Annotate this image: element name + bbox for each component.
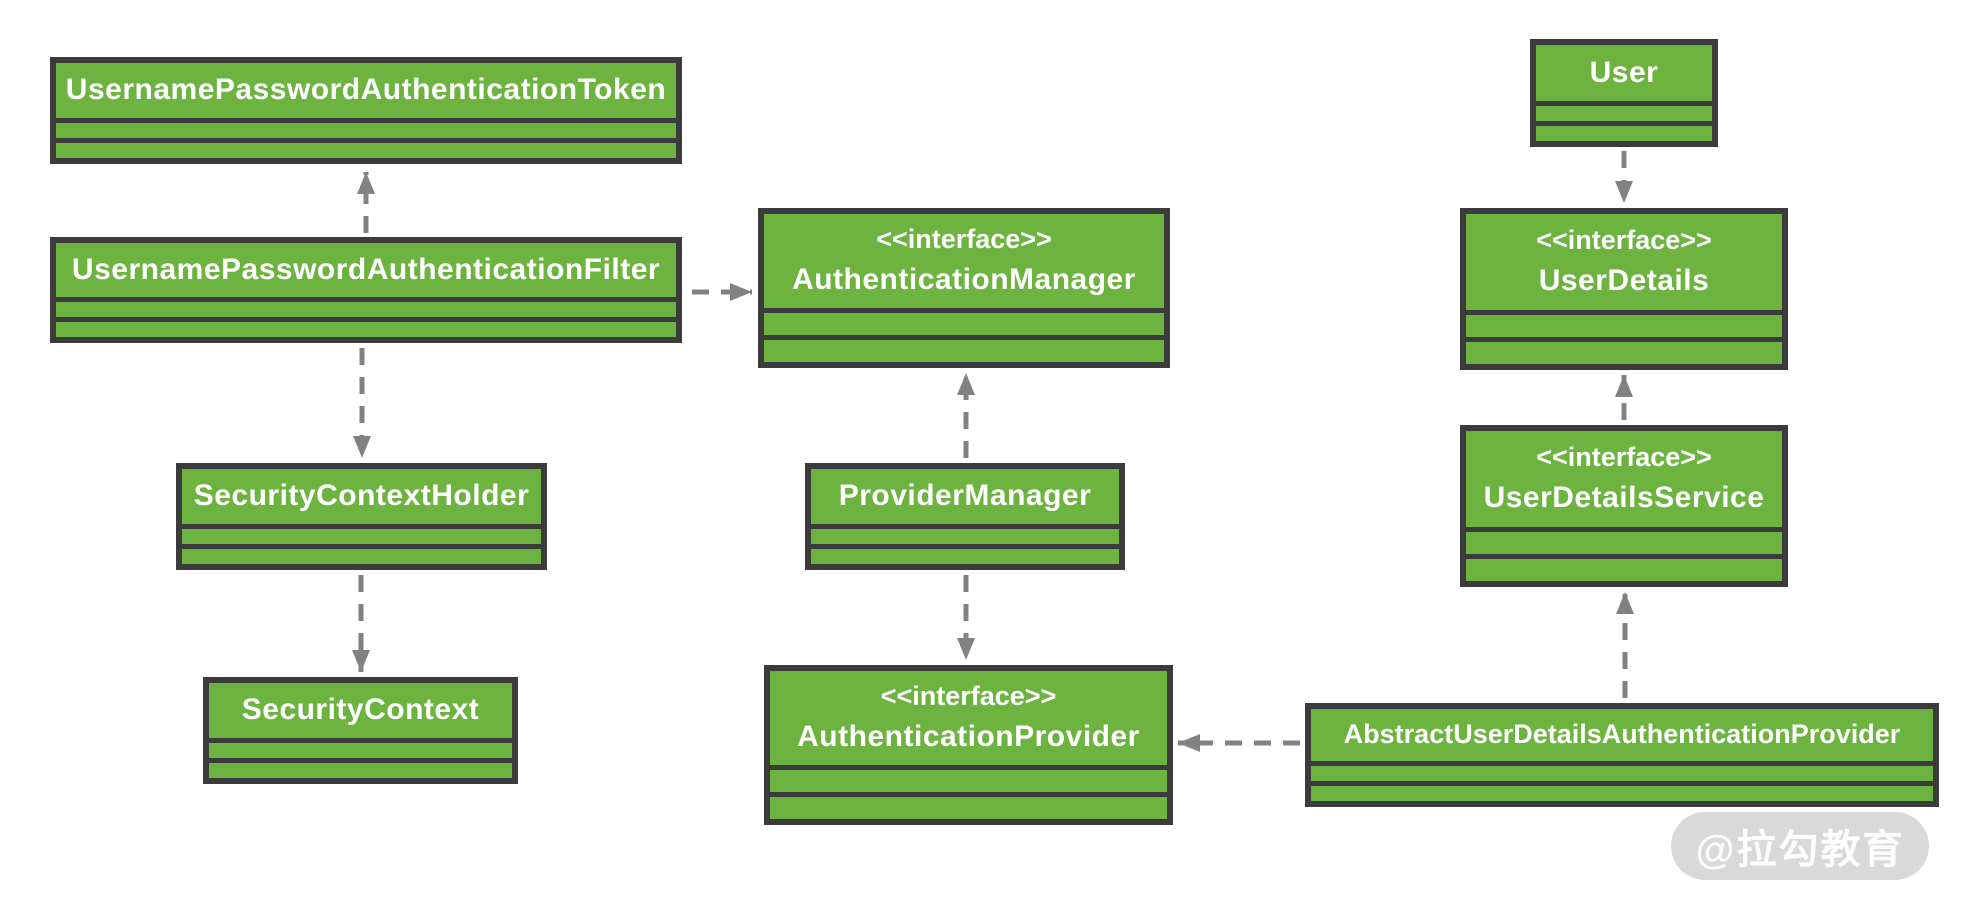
methods-compartment xyxy=(770,792,1167,819)
methods-compartment xyxy=(764,335,1164,362)
class-title: UsernamePasswordAuthenticationToken xyxy=(56,63,676,118)
class-name: SecurityContext xyxy=(241,693,480,727)
class-title: <<interface>> AuthenticationProvider xyxy=(770,671,1167,765)
class-box-authentication-manager: <<interface>> AuthenticationManager xyxy=(758,208,1170,368)
attributes-compartment xyxy=(764,308,1164,335)
methods-compartment xyxy=(811,544,1119,564)
class-name: User xyxy=(1589,55,1659,89)
stereotype-label: <<interface>> xyxy=(876,223,1052,254)
class-title: <<interface>> UserDetailsService xyxy=(1466,431,1782,527)
class-box-security-context-holder: SecurityContextHolder xyxy=(176,463,547,570)
class-box-username-password-authentication-filter: UsernamePasswordAuthenticationFilter xyxy=(50,237,682,343)
methods-compartment xyxy=(56,138,676,158)
class-title: UsernamePasswordAuthenticationFilter xyxy=(56,243,676,297)
attributes-compartment xyxy=(56,118,676,138)
methods-compartment xyxy=(209,758,512,778)
class-title: AbstractUserDetailsAuthenticationProvide… xyxy=(1311,709,1933,761)
methods-compartment xyxy=(1466,337,1782,364)
watermark-text: @拉勾教育 xyxy=(1695,828,1905,872)
attributes-compartment xyxy=(56,297,676,317)
class-box-abstract-user-details-authentication-provider: AbstractUserDetailsAuthenticationProvide… xyxy=(1305,703,1939,807)
methods-compartment xyxy=(1466,554,1782,581)
class-name: ProviderManager xyxy=(838,479,1092,513)
class-box-authentication-provider: <<interface>> AuthenticationProvider xyxy=(764,665,1173,825)
class-name: UsernamePasswordAuthenticationToken xyxy=(65,73,667,107)
class-title: ProviderManager xyxy=(811,469,1119,524)
class-title: User xyxy=(1536,45,1712,101)
stereotype-label: <<interface>> xyxy=(880,680,1057,711)
class-name: AbstractUserDetailsAuthenticationProvide… xyxy=(1343,719,1901,750)
methods-compartment xyxy=(1536,121,1712,141)
class-name: UserDetailsService xyxy=(1483,480,1765,514)
attributes-compartment xyxy=(182,524,541,544)
class-box-user-details-service: <<interface>> UserDetailsService xyxy=(1460,425,1788,587)
class-title: <<interface>> UserDetails xyxy=(1466,214,1782,310)
attributes-compartment xyxy=(1536,101,1712,121)
class-name: UsernamePasswordAuthenticationFilter xyxy=(71,252,661,286)
attributes-compartment xyxy=(1311,761,1933,781)
attributes-compartment xyxy=(770,765,1167,792)
stereotype-label: <<interface>> xyxy=(1536,224,1712,255)
watermark-badge: @拉勾教育 xyxy=(1671,812,1929,880)
class-name: UserDetails xyxy=(1538,263,1710,297)
methods-compartment xyxy=(56,317,676,337)
methods-compartment xyxy=(182,544,541,564)
class-box-user-details: <<interface>> UserDetails xyxy=(1460,208,1788,370)
attributes-compartment xyxy=(1466,310,1782,337)
class-title: SecurityContextHolder xyxy=(182,469,541,524)
attributes-compartment xyxy=(811,524,1119,544)
class-box-security-context: SecurityContext xyxy=(203,677,518,784)
class-box-provider-manager: ProviderManager xyxy=(805,463,1125,570)
class-name: AuthenticationManager xyxy=(792,262,1136,296)
class-title: <<interface>> AuthenticationManager xyxy=(764,214,1164,308)
stereotype-label: <<interface>> xyxy=(1536,441,1712,472)
class-name: AuthenticationProvider xyxy=(797,719,1140,753)
attributes-compartment xyxy=(209,738,512,758)
class-name: SecurityContextHolder xyxy=(193,479,530,513)
methods-compartment xyxy=(1311,781,1933,801)
class-title: SecurityContext xyxy=(209,683,512,738)
class-box-username-password-authentication-token: UsernamePasswordAuthenticationToken xyxy=(50,57,682,164)
class-box-user: User xyxy=(1530,39,1718,147)
attributes-compartment xyxy=(1466,527,1782,554)
